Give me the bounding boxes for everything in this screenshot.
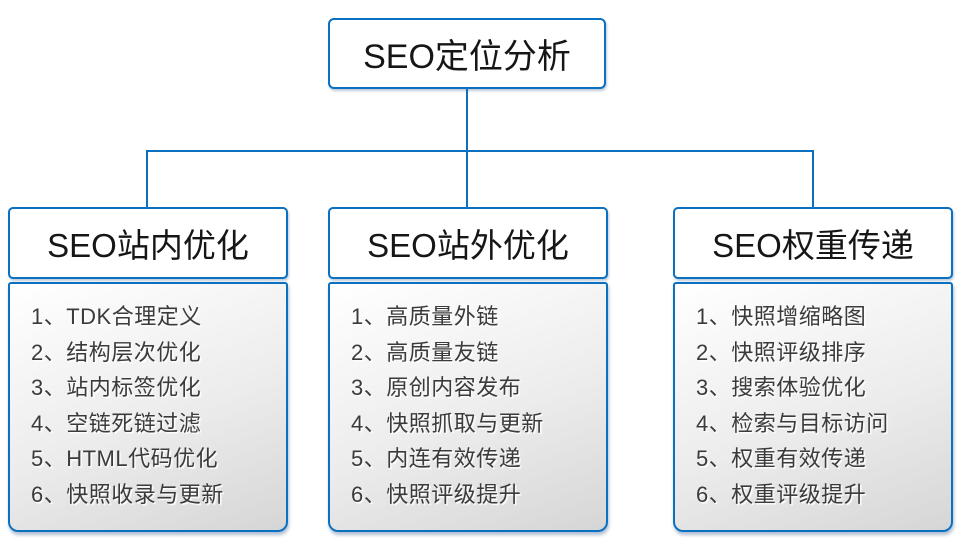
root-node: SEO定位分析 — [328, 18, 606, 89]
branch-offsite-optimization: SEO站外优化 1、高质量外链 2、高质量友链 3、原创内容发布 4、快照抓取与更新 5… — [328, 207, 608, 532]
branch-title-box: SEO站外优化 — [328, 207, 608, 279]
connector-left-drop — [146, 150, 148, 207]
list-item: 6、快照收录与更新 — [31, 481, 224, 507]
branch-title-label: SEO站内优化 — [47, 227, 249, 264]
branch-weight-transfer: SEO权重传递 1、快照增缩略图 2、快照评级排序 3、搜索体验优化 4、检索与目标访… — [673, 207, 953, 532]
root-node-label: SEO定位分析 — [363, 38, 571, 76]
branch-title-box: SEO站内优化 — [8, 207, 288, 279]
branch-title-label: SEO站外优化 — [367, 227, 569, 264]
list-item: 1、TDK合理定义 — [31, 304, 202, 329]
branch-title-box: SEO权重传递 — [673, 207, 953, 279]
branch-title-label: SEO权重传递 — [712, 227, 914, 264]
branch-list: 1、TDK合理定义 2、结构层次优化 3、站内标签优化 4、空链死链过滤 5、HTML代… — [10, 284, 286, 513]
list-item: 1、快照增缩略图 — [696, 304, 867, 329]
list-item: 5、内连有效传递 — [351, 446, 522, 472]
list-item: 1、高质量外链 — [351, 304, 499, 329]
branch-body: 1、高质量外链 2、高质量友链 3、原创内容发布 4、快照抓取与更新 5、内连有效传递 6… — [328, 282, 608, 532]
list-item: 5、权重有效传递 — [696, 446, 867, 472]
list-item: 3、搜索体验优化 — [696, 375, 867, 401]
list-item: 2、快照评级排序 — [696, 339, 867, 365]
branch-body: 1、快照增缩略图 2、快照评级排序 3、搜索体验优化 4、检索与目标访问 5、权重有效传… — [673, 282, 953, 532]
branch-body: 1、TDK合理定义 2、结构层次优化 3、站内标签优化 4、空链死链过滤 5、HTML代… — [8, 282, 288, 532]
list-item: 3、原创内容发布 — [351, 375, 522, 401]
connector-root-stem — [466, 89, 468, 207]
list-item: 6、权重评级提升 — [696, 481, 867, 507]
connector-right-drop — [812, 150, 814, 207]
branch-list: 1、高质量外链 2、高质量友链 3、原创内容发布 4、快照抓取与更新 5、内连有效传递 6… — [330, 284, 606, 513]
list-item: 4、检索与目标访问 — [696, 410, 889, 436]
list-item: 2、结构层次优化 — [31, 339, 202, 365]
connector-branch-bar — [146, 150, 814, 152]
branch-onsite-optimization: SEO站内优化 1、TDK合理定义 2、结构层次优化 3、站内标签优化 4、空链死链过… — [8, 207, 288, 532]
list-item: 6、快照评级提升 — [351, 481, 522, 507]
branch-list: 1、快照增缩略图 2、快照评级排序 3、搜索体验优化 4、检索与目标访问 5、权重有效传… — [675, 284, 951, 513]
list-item: 2、高质量友链 — [351, 339, 499, 365]
list-item: 3、站内标签优化 — [31, 375, 202, 401]
list-item: 5、HTML代码优化 — [31, 446, 219, 472]
list-item: 4、空链死链过滤 — [31, 410, 202, 436]
list-item: 4、快照抓取与更新 — [351, 410, 544, 436]
